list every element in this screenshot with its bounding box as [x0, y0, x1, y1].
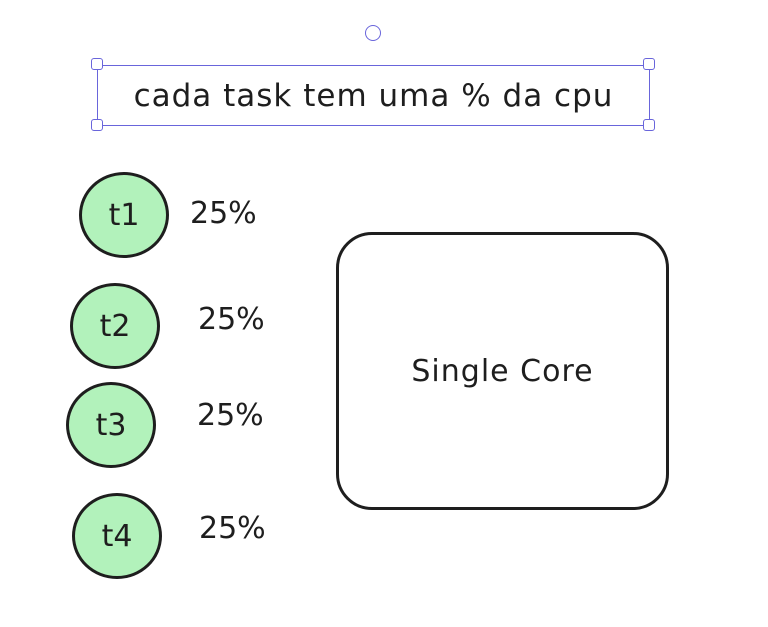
single-core-label: Single Core	[411, 353, 594, 389]
note-text[interactable]: cada task tem uma % da cpu	[133, 77, 614, 114]
task-label-t4: t4	[101, 518, 133, 554]
rotate-handle[interactable]	[365, 25, 381, 41]
task-share-t2[interactable]: 25%	[198, 302, 265, 337]
task-label-t1: t1	[108, 197, 140, 233]
task-share-t3[interactable]: 25%	[197, 398, 264, 433]
resize-handle-top-right[interactable]	[643, 58, 655, 70]
task-share-t4[interactable]: 25%	[199, 511, 266, 546]
task-circle-t1[interactable]: t1	[79, 172, 169, 258]
single-core-box[interactable]: Single Core	[336, 232, 669, 510]
task-label-t2: t2	[99, 308, 131, 344]
task-circle-t4[interactable]: t4	[72, 493, 162, 579]
selection-frame[interactable]	[97, 65, 650, 126]
resize-handle-top-left[interactable]	[91, 58, 103, 70]
resize-handle-bottom-right[interactable]	[643, 119, 655, 131]
resize-handle-bottom-left[interactable]	[91, 119, 103, 131]
task-share-t1[interactable]: 25%	[190, 196, 257, 231]
task-label-t3: t3	[95, 407, 127, 443]
task-circle-t2[interactable]: t2	[70, 283, 160, 369]
task-circle-t3[interactable]: t3	[66, 382, 156, 468]
